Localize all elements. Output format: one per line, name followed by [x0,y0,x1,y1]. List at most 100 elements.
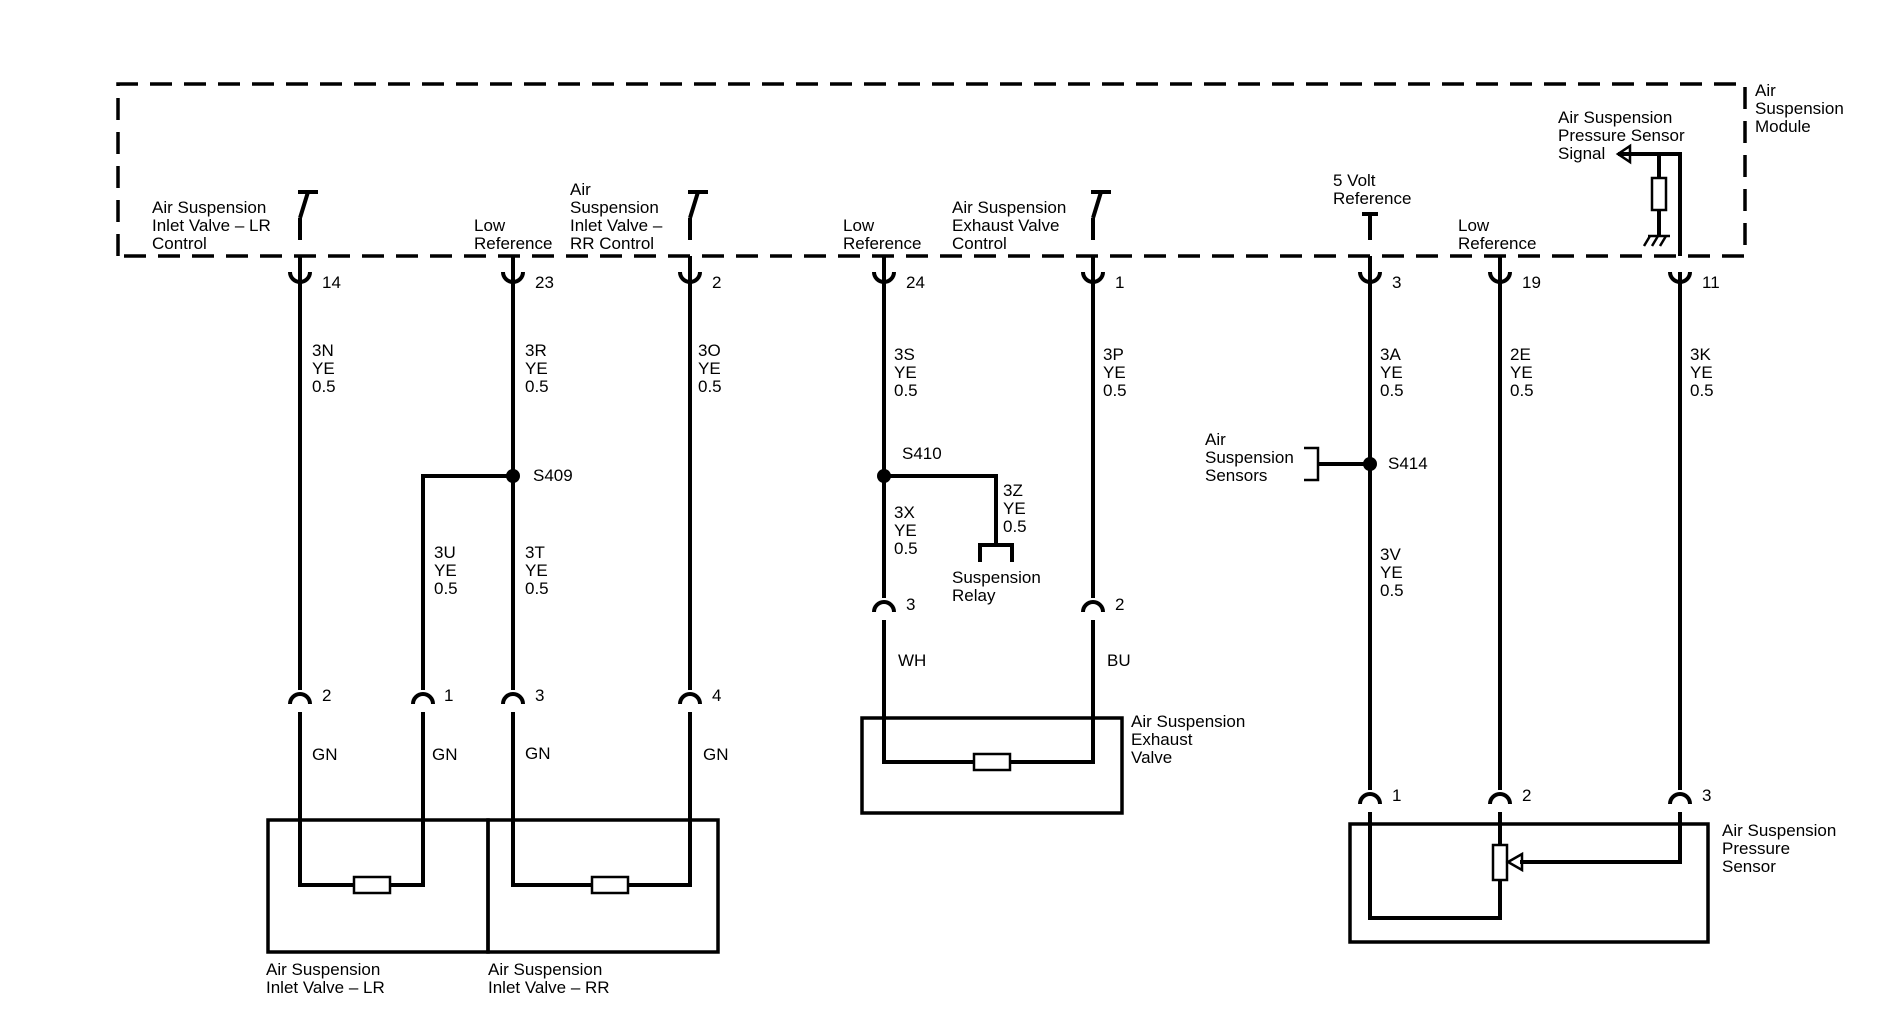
pin-number: 2 [712,273,721,292]
pin-number: 24 [906,273,925,292]
wire-3p-color: YE [1103,363,1126,382]
wire-3a-color: YE [1380,363,1403,382]
connector-icon [288,600,1692,805]
pin-label-lr-control-2: Inlet Valve – LR [152,216,271,235]
wire-2e-gauge: 0.5 [1510,381,1534,400]
pin-label-pressure-signal-1: Air Suspension [1558,108,1672,127]
module-name-line-2: Suspension [1755,99,1844,118]
inlet-valves-box [266,712,720,954]
pin-number: 3 [1392,273,1401,292]
pin-label-5v-ref-2: Reference [1333,189,1411,208]
wire-3r-gauge: 0.5 [525,377,549,396]
splice-s409-dot [506,469,520,483]
wire-3o-color: YE [698,359,721,378]
relay-label-1: Suspension [952,568,1041,587]
pin-number: 3 [535,686,544,705]
exhaust-name-1: Air Suspension [1131,712,1245,731]
wire-3o-id: 3O [698,341,721,360]
sensors-label-2: Suspension [1205,448,1294,467]
wire-2e-id: 2E [1510,345,1531,364]
connector-icon [288,271,1692,284]
pin-label-pressure-signal-2: Pressure Sensor [1558,126,1685,145]
pin-number: 3 [1702,786,1711,805]
pin-number: 11 [1702,273,1720,292]
pin-number: 2 [322,686,331,705]
splice-s410-label: S410 [902,444,942,463]
pin-label-exhaust-control-3: Control [952,234,1007,253]
inlet-rr-name-1: Air Suspension [488,960,602,979]
sensors-label-1: Air [1205,430,1226,449]
wire-3a-gauge: 0.5 [1380,381,1404,400]
inlet-lr-name-1: Air Suspension [266,960,380,979]
wire-color-label: GN [432,745,458,764]
wire-3v-id: 3V [1380,545,1401,564]
wire-3k-gauge: 0.5 [1690,381,1714,400]
wire-3s-color: YE [894,363,917,382]
pin-label-lowref-a-1: Low [474,216,506,235]
pin-number: 2 [1115,595,1124,614]
exhaust-name-2: Exhaust [1131,730,1193,749]
pin-label-rr-control-4: RR Control [570,234,654,253]
wire-3u-gauge: 0.5 [434,579,458,598]
wire-2e-color: YE [1510,363,1533,382]
reference-stub-icon [1362,212,1378,240]
internal-switch-icon [298,190,1111,240]
pin-label-lowref-a-2: Reference [474,234,552,253]
pin-number: 23 [535,273,554,292]
ground-icon [1642,234,1670,247]
wire-3x-color: YE [894,521,917,540]
wire-3p-gauge: 0.5 [1103,381,1127,400]
wire-3t-id: 3T [525,543,545,562]
wire-3r-id: 3R [525,341,547,360]
pin-label-lowref-c-1: Low [1458,216,1490,235]
wire-3k-color: YE [1690,363,1713,382]
wire-color-label: GN [703,745,729,764]
wire-3o-gauge: 0.5 [698,377,722,396]
wire-3z-color: YE [1003,499,1026,518]
module-name-line-3: Module [1755,117,1811,136]
pin-label-exhaust-control-1: Air Suspension [952,198,1066,217]
wire-color-label: GN [312,745,338,764]
pressure-name-3: Sensor [1722,857,1776,876]
module-name-line-1: Air [1755,81,1776,100]
inlet-rr-name-2: Inlet Valve – RR [488,978,610,997]
wire-3t-color: YE [525,561,548,580]
pin-number: 19 [1522,273,1541,292]
wire-color-label: GN [525,744,551,763]
wire-3k-id: 3K [1690,345,1711,364]
pin-label-lr-control-1: Air Suspension [152,198,266,217]
wire-3x-gauge: 0.5 [894,539,918,558]
pressure-name-1: Air Suspension [1722,821,1836,840]
pin-label-pressure-signal-3: Signal [1558,144,1605,163]
pin-label-rr-control-1: Air [570,180,591,199]
pin-number: 4 [712,686,721,705]
pin-number: 1 [1392,786,1401,805]
wire-3u-color: YE [434,561,457,580]
wire-3u-id: 3U [434,543,456,562]
pin-number: 1 [1115,273,1124,292]
wire-color-label: WH [898,651,926,670]
pin-label-lowref-c-2: Reference [1458,234,1536,253]
wire-3v-color: YE [1380,563,1403,582]
pressure-name-2: Pressure [1722,839,1790,858]
sensors-label-3: Sensors [1205,466,1267,485]
module-boundary [116,82,1747,258]
wire-color-label: BU [1107,651,1131,670]
splice-s410-dot [877,469,891,483]
pin-label-lowref-b-1: Low [843,216,875,235]
wire-3t-gauge: 0.5 [525,579,549,598]
wire-3x-id: 3X [894,503,915,522]
wire-3n-gauge: 0.5 [312,377,336,396]
pin-label-lowref-b-2: Reference [843,234,921,253]
wire-3n-id: 3N [312,341,334,360]
wire-3r-color: YE [525,359,548,378]
pin-label-5v-ref-1: 5 Volt [1333,171,1376,190]
exhaust-name-3: Valve [1131,748,1172,767]
splice-s409-label: S409 [533,466,573,485]
splice-s414-dot [1363,457,1377,471]
pressure-sensor-box [1348,812,1710,944]
pin-label-lr-control-3: Control [152,234,207,253]
wire-3z-id: 3Z [1003,481,1023,500]
